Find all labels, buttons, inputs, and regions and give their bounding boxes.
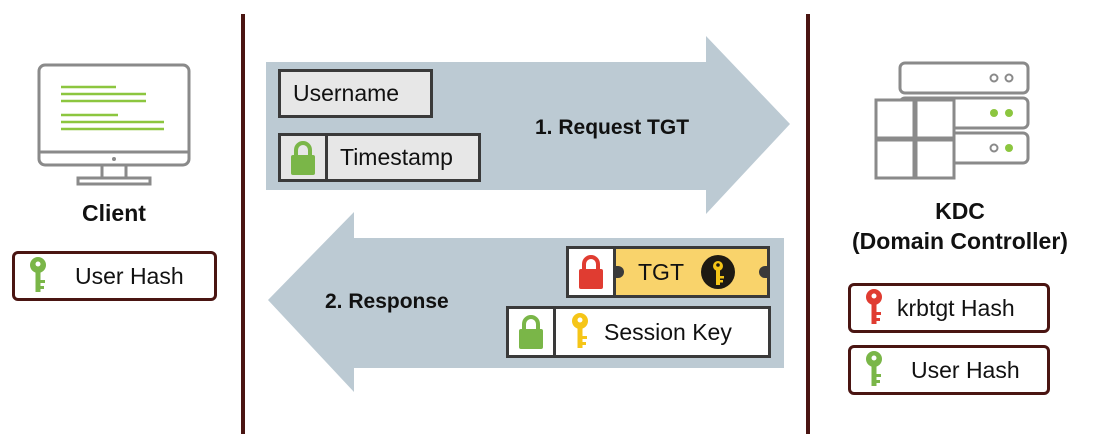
green-lock-cell <box>281 136 328 179</box>
kdc-label-line2: (Domain Controller) <box>852 228 1068 254</box>
timestamp-label: Timestamp <box>340 144 453 170</box>
tgt-label: TGT <box>638 258 684 285</box>
client-user-hash-label: User Hash <box>75 262 184 289</box>
kdc-label-line1: KDC <box>935 198 985 224</box>
green-lock-icon <box>291 140 315 175</box>
divider-right <box>806 14 810 434</box>
green-lock-cell-response <box>509 309 556 355</box>
user-key-icon <box>865 350 883 390</box>
krbtgt-key-icon <box>865 288 883 328</box>
client-monitor-icon <box>36 62 192 190</box>
username-label: Username <box>293 80 400 106</box>
session-key-icon <box>570 312 590 352</box>
red-lock-cell <box>569 249 616 295</box>
divider-left <box>241 14 245 434</box>
kdc-user-hash-label: User Hash <box>911 356 1020 383</box>
kdc-user-hash-box: User Hash <box>848 345 1050 395</box>
krbtgt-key-coin-icon <box>700 254 736 290</box>
red-lock-icon <box>579 255 603 289</box>
user-key-icon <box>29 256 47 296</box>
kdc-krbtgt-hash-box: krbtgt Hash <box>848 283 1050 333</box>
response-label: 2. Response <box>325 290 449 313</box>
kdc-krbtgt-hash-label: krbtgt Hash <box>897 294 1015 321</box>
client-label: Client <box>82 200 146 226</box>
ticket-notch-right <box>759 266 767 278</box>
username-box: Username <box>278 69 433 118</box>
kdc-server-icon <box>870 60 1040 182</box>
request-tgt-label: 1. Request TGT <box>535 116 690 139</box>
green-lock-icon <box>519 315 543 349</box>
ticket-notch-left <box>616 266 624 278</box>
tgt-box: TGT <box>566 246 770 298</box>
request-arrow <box>266 36 792 216</box>
session-key-box: Session Key <box>506 306 771 358</box>
kdc-label: KDC (Domain Controller) <box>822 196 1098 256</box>
session-key-label: Session Key <box>604 318 732 345</box>
timestamp-box: Timestamp <box>278 133 481 182</box>
client-user-hash-box: User Hash <box>12 251 217 301</box>
